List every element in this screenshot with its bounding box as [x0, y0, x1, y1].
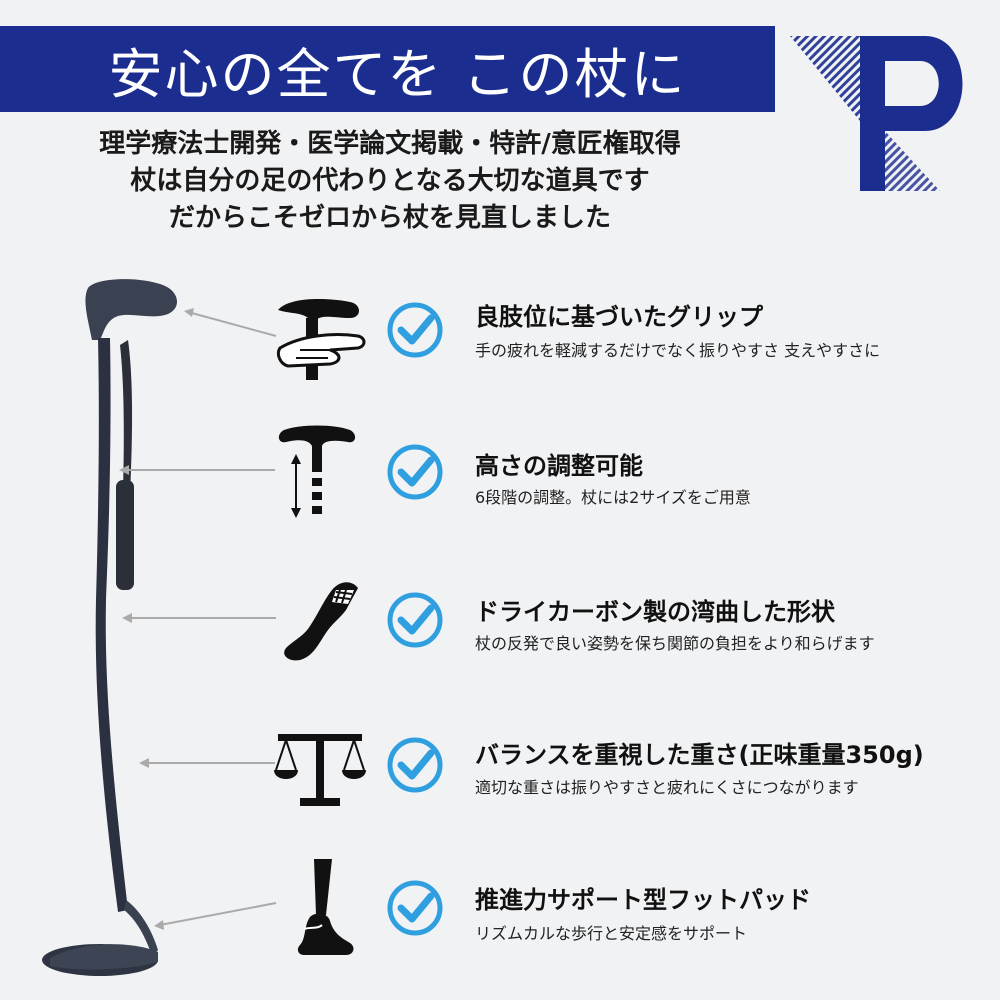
grip-hand-icon	[276, 299, 366, 380]
feature-description: リズムカルな歩行と安定感をサポート	[475, 924, 748, 943]
intro-line: だからこそゼロから杖を見直しました	[168, 203, 611, 233]
feature-description: 6段階の調整。杖には2サイズをご用意	[475, 488, 751, 507]
feature-title: 良肢位に基づいたグリップ	[475, 303, 763, 331]
check-circle-icon	[387, 444, 443, 500]
intro-line: 杖は自分の足の代わりとなる大切な道具です	[130, 166, 650, 196]
feature-title: 高さの調整可能	[475, 452, 643, 480]
feature-description: 手の疲れを軽減するだけでなく振りやすさ 支えやすさに	[475, 341, 881, 360]
feature-title: ドライカーボン製の湾曲した形状	[475, 598, 835, 626]
feature-description: 杖の反発で良い姿勢を保ち関節の負担をより和らげます	[475, 634, 875, 653]
foot-pad-icon	[297, 859, 354, 955]
check-circle-icon	[387, 302, 443, 358]
feature-title: 推進力サポート型フットパッド	[475, 886, 811, 914]
check-circle-icon	[387, 880, 443, 936]
pointer-arrow-icon	[184, 308, 277, 337]
feature-title: バランスを重視した重さ(正味重量350g)	[475, 741, 924, 769]
pointer-arrow-icon	[139, 758, 275, 768]
intro-text: 理学療法士開発・医学論文掲載・特許/意匠権取得 杖は自分の足の代わりとなる大切な…	[40, 126, 740, 237]
cane-image	[42, 279, 178, 976]
pointer-arrow-icon	[119, 465, 275, 475]
pointer-arrow-icon	[122, 613, 276, 623]
balance-scale-icon	[274, 734, 366, 806]
header-banner: 安心の全てを この杖に	[0, 26, 775, 112]
check-circle-icon	[387, 592, 443, 648]
brand-logo-icon	[790, 36, 963, 191]
intro-line: 理学療法士開発・医学論文掲載・特許/意匠権取得	[99, 129, 681, 159]
feature-description: 適切な重さは振りやすさと疲れにくさにつながります	[475, 778, 859, 797]
pointer-arrow-icon	[154, 902, 277, 930]
curved-shaft-icon	[284, 582, 358, 661]
check-circle-icon	[387, 737, 443, 793]
banner-title: 安心の全てを この杖に	[108, 42, 687, 106]
height-adjust-icon	[278, 425, 356, 518]
